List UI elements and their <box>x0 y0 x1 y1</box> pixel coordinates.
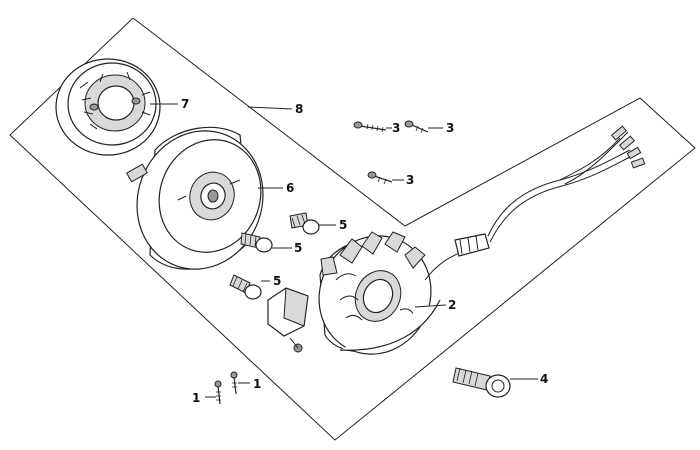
screw-3a[interactable] <box>353 121 387 133</box>
callout-5-middle: 5 <box>294 241 302 255</box>
starter-clutch[interactable] <box>55 58 161 156</box>
callout-7: 7 <box>181 97 189 111</box>
callout-4: 4 <box>540 372 548 386</box>
bolt-5a[interactable] <box>289 212 320 235</box>
bolt-1a[interactable] <box>214 380 222 405</box>
bolt-5b[interactable] <box>240 232 273 253</box>
screw-3c[interactable] <box>367 171 393 185</box>
callout-5-top: 5 <box>339 218 347 232</box>
callout-6: 6 <box>286 181 294 195</box>
callout-3-top-right: 3 <box>446 121 454 135</box>
bolt-5c[interactable] <box>229 274 262 300</box>
stator-assembly[interactable] <box>267 125 646 372</box>
bolt-4[interactable] <box>452 367 511 398</box>
callout-3-top-left: 3 <box>392 121 400 135</box>
flywheel-rotor[interactable] <box>118 113 282 287</box>
callout-8: 8 <box>295 102 303 116</box>
callout-2: 2 <box>448 298 456 312</box>
callout-1-right: 1 <box>253 377 261 391</box>
leader-lines <box>150 103 538 398</box>
callout-3-lower: 3 <box>406 173 414 187</box>
screw-3b[interactable] <box>404 120 429 134</box>
assembly-outline <box>9 17 696 441</box>
callout-5-bottom: 5 <box>273 274 281 288</box>
bolt-1b[interactable] <box>230 371 238 395</box>
callout-1-left: 1 <box>192 391 200 405</box>
